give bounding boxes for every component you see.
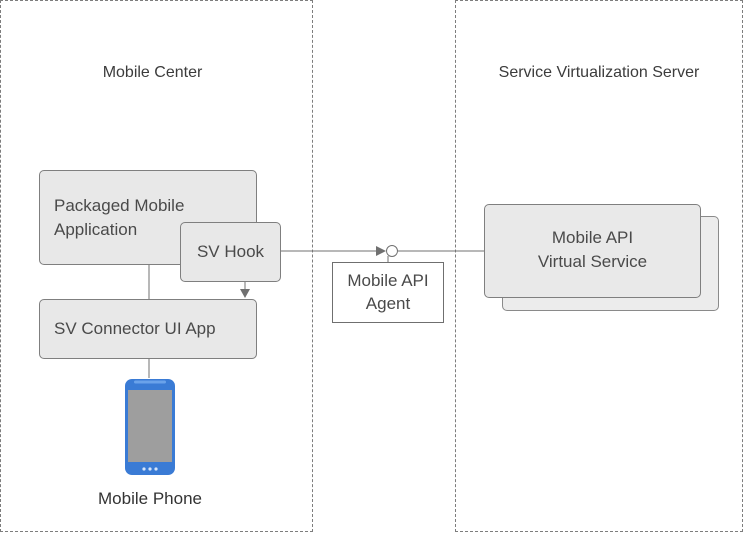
agent-interface-icon (386, 245, 398, 257)
hook-arrowhead (240, 289, 250, 298)
sv-connector-ui-app[interactable]: SV Connector UI App (39, 299, 257, 359)
sv-hook-label: SV Hook (196, 242, 265, 261)
packaged-app-line2: Application (54, 220, 138, 239)
mobile-api-virtual-service[interactable]: Mobile API Virtual Service (484, 204, 701, 298)
agent-line2: Agent (365, 294, 411, 313)
sv-connector-label: SV Connector UI App (54, 319, 216, 338)
smartphone-icon (125, 379, 175, 475)
mobile-center-title: Mobile Center (102, 64, 203, 81)
mobile-api-agent[interactable]: Mobile API Agent (332, 262, 444, 323)
packaged-mobile-application[interactable]: Packaged Mobile Application (39, 170, 257, 265)
mobile-center-zone (0, 0, 313, 532)
agent-line1: Mobile API (347, 271, 429, 290)
packaged-app-line1: Packaged Mobile (54, 196, 185, 215)
virtual-service-line2: Virtual Service (537, 252, 648, 271)
agent-arrowhead (376, 246, 386, 256)
mobile-phone-label: Mobile Phone (98, 489, 202, 508)
virtual-service-line1: Mobile API (551, 228, 634, 247)
sv-server-title: Service Virtualization Server (498, 64, 700, 81)
sv-hook-box[interactable]: SV Hook (180, 222, 281, 282)
